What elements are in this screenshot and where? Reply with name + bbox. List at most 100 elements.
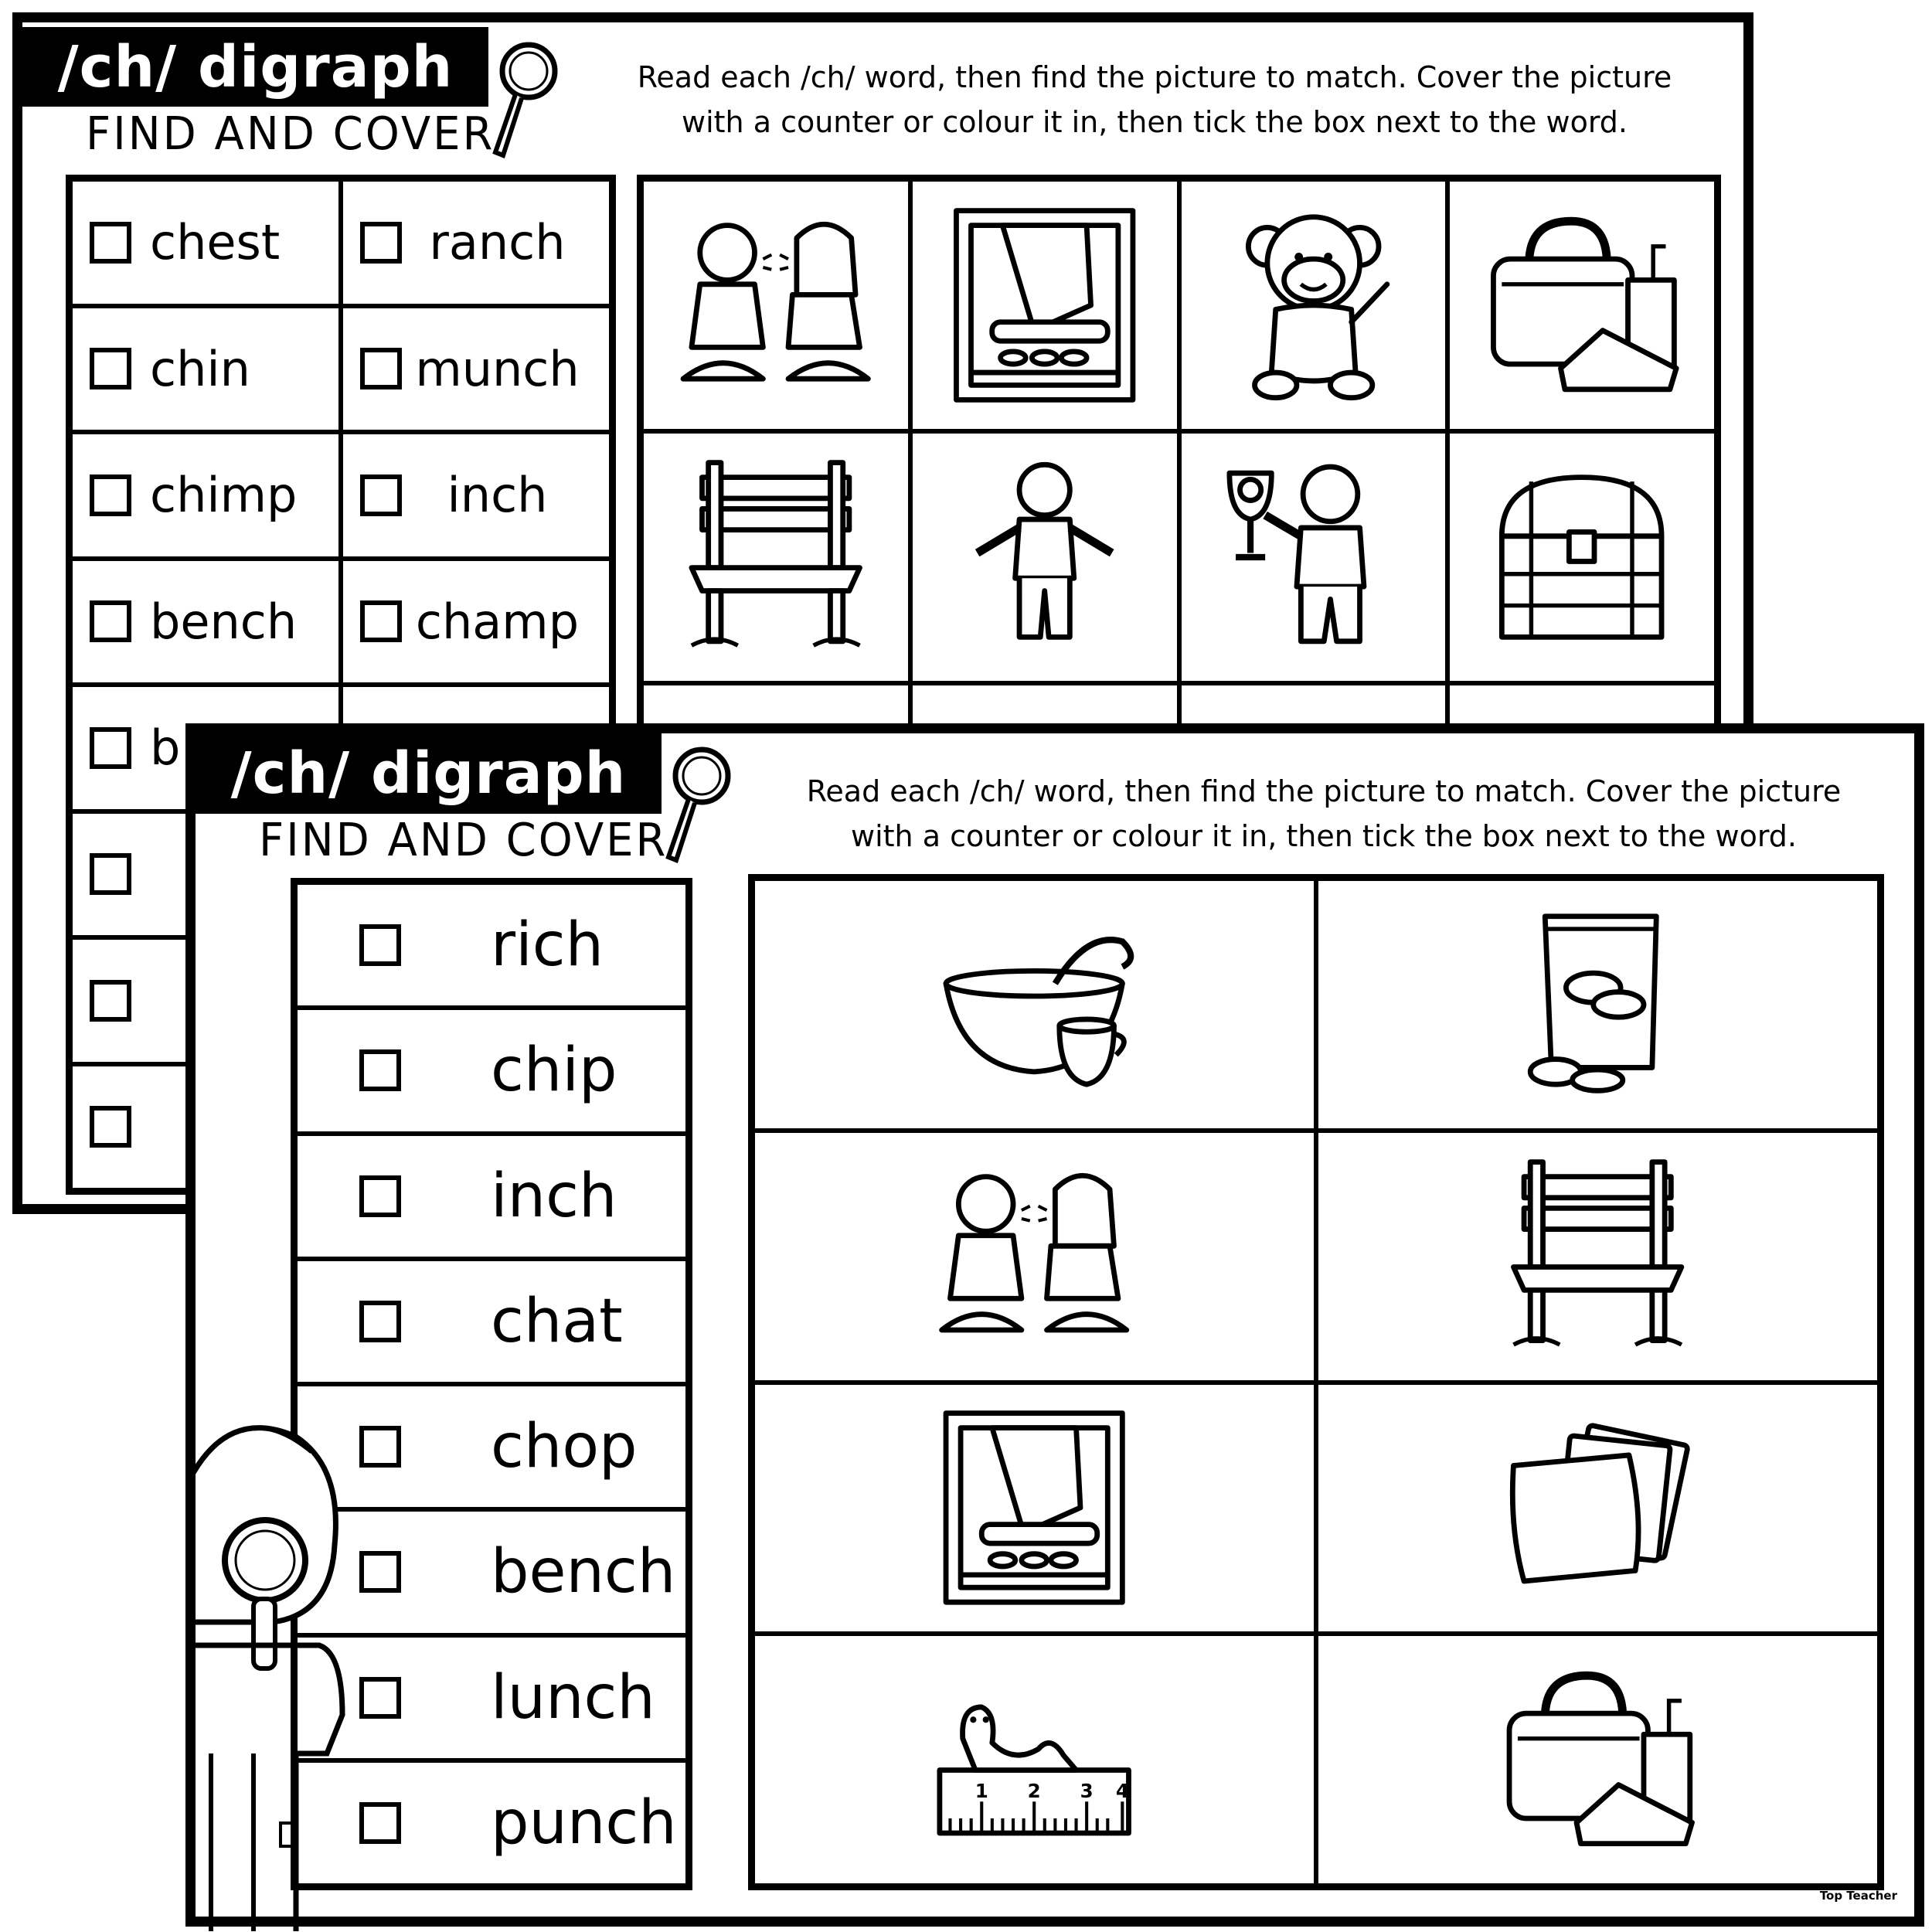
word-row: chin xyxy=(70,305,341,432)
word-row: inch xyxy=(295,1133,688,1259)
children-chatting-icon xyxy=(939,1172,1130,1333)
instruction-line: with a counter or colour it in, then tic… xyxy=(851,819,1797,853)
tick-checkbox[interactable] xyxy=(359,1801,401,1844)
word-label: chin xyxy=(150,340,250,397)
instruction-line: with a counter or colour it in, then tic… xyxy=(682,105,1628,139)
tick-checkbox[interactable] xyxy=(90,221,131,264)
tick-checkbox[interactable] xyxy=(359,1049,401,1092)
word-row: rich xyxy=(295,883,688,1009)
punch-bowl-icon xyxy=(943,937,1134,1087)
picture-cell[interactable] xyxy=(753,1382,1316,1634)
word-label: chest xyxy=(150,214,281,271)
tick-checkbox[interactable] xyxy=(359,1676,401,1719)
tick-checkbox[interactable] xyxy=(359,1426,401,1468)
tick-checkbox[interactable] xyxy=(90,726,131,769)
picture-cell[interactable] xyxy=(641,431,910,683)
word-label: inch xyxy=(491,1161,617,1231)
magnifier-icon xyxy=(665,747,731,863)
picture-cell[interactable] xyxy=(753,879,1316,1131)
picture-cell[interactable] xyxy=(1316,1130,1879,1383)
word-label: chimp xyxy=(150,467,298,524)
instruction-line: Read each /ch/ word, then find the pictu… xyxy=(637,60,1672,94)
word-row: chimp xyxy=(70,432,341,559)
children-chatting-icon xyxy=(680,221,871,382)
tick-checkbox[interactable] xyxy=(90,1106,131,1148)
money-rich-icon xyxy=(1510,1423,1690,1584)
word-label: bench xyxy=(491,1537,676,1607)
tick-checkbox[interactable] xyxy=(90,853,131,896)
tick-checkbox[interactable] xyxy=(359,1175,401,1217)
word-row: munch xyxy=(341,305,611,432)
front-worksheet: /ch/ digraph FIND AND COVER Read each /c… xyxy=(185,723,1924,1931)
worksheet-title: /ch/ digraph xyxy=(196,733,662,814)
rolling-pin-chop-icon xyxy=(943,1410,1126,1606)
worksheet-title: /ch/ digraph xyxy=(22,27,488,107)
tick-checkbox[interactable] xyxy=(360,221,402,264)
tick-checkbox[interactable] xyxy=(360,348,402,390)
picture-cell[interactable] xyxy=(910,431,1179,683)
ruler-number: 3 xyxy=(1080,1780,1094,1802)
tick-checkbox[interactable] xyxy=(90,474,131,516)
word-list: rich chip inch chat chop bench lunch punch xyxy=(291,878,692,1890)
word-row: inch xyxy=(341,432,611,559)
word-label: punch xyxy=(491,1787,677,1858)
word-label: rich xyxy=(491,910,604,981)
picture-cell[interactable] xyxy=(1316,1382,1879,1634)
picture-cell[interactable] xyxy=(1179,431,1448,683)
word-label: bench xyxy=(150,593,298,650)
ruler-number: 1 xyxy=(975,1780,988,1802)
picture-cell[interactable] xyxy=(1447,179,1716,431)
champ-trophy-icon xyxy=(1226,464,1367,645)
tick-checkbox[interactable] xyxy=(360,600,402,643)
instructions: Read each /ch/ word, then find the pictu… xyxy=(610,55,1699,145)
picture-cell[interactable] xyxy=(910,179,1179,431)
lunch-box-icon xyxy=(1506,1671,1696,1847)
ruler-number: 4 xyxy=(1116,1780,1129,1802)
word-row: punch xyxy=(295,1760,688,1886)
tick-checkbox[interactable] xyxy=(359,1300,401,1342)
picture-cell[interactable] xyxy=(641,179,910,431)
picture-cell[interactable] xyxy=(1179,179,1448,431)
word-row: chat xyxy=(295,1258,688,1384)
bench-icon xyxy=(689,460,863,648)
picture-cell[interactable] xyxy=(1316,1634,1879,1886)
rolling-pin-chop-icon xyxy=(953,208,1136,403)
chimp-icon xyxy=(1245,214,1389,401)
word-row: champ xyxy=(341,558,611,685)
instructions: Read each /ch/ word, then find the pictu… xyxy=(775,769,1872,859)
word-label: chip xyxy=(491,1036,617,1106)
word-label: lunch xyxy=(491,1662,655,1733)
word-row: chest xyxy=(70,179,341,306)
word-label: b xyxy=(150,719,181,777)
word-row: ranch xyxy=(341,179,611,306)
detective-kid-icon xyxy=(196,1425,345,1931)
picture-cell[interactable] xyxy=(1316,879,1879,1131)
picture-grid xyxy=(637,175,1721,940)
word-label: munch xyxy=(415,340,580,397)
tick-checkbox[interactable] xyxy=(360,474,402,516)
tick-checkbox[interactable] xyxy=(359,924,401,967)
boy-pointing-chin-icon xyxy=(975,461,1114,640)
word-label: inch xyxy=(447,467,548,524)
tick-checkbox[interactable] xyxy=(90,348,131,390)
bench-icon xyxy=(1511,1158,1685,1347)
word-label: chat xyxy=(491,1286,623,1356)
picture-cell[interactable] xyxy=(1447,431,1716,683)
worksheet-subtitle: FIND AND COVER xyxy=(259,814,668,867)
tick-checkbox[interactable] xyxy=(90,979,131,1022)
tick-checkbox[interactable] xyxy=(90,600,131,643)
ruler-number: 2 xyxy=(1028,1780,1041,1802)
magnifier-icon xyxy=(492,42,558,158)
word-label: chop xyxy=(491,1412,638,1482)
word-label: ranch xyxy=(429,214,566,271)
chips-bag-icon xyxy=(1528,913,1659,1094)
credit-text: Top Teacher xyxy=(1819,1889,1897,1903)
instruction-line: Read each /ch/ word, then find the pictu… xyxy=(806,774,1842,808)
word-row: bench xyxy=(70,558,341,685)
word-row: bench xyxy=(295,1509,688,1635)
picture-cell[interactable] xyxy=(753,1130,1316,1383)
tick-checkbox[interactable] xyxy=(359,1551,401,1594)
